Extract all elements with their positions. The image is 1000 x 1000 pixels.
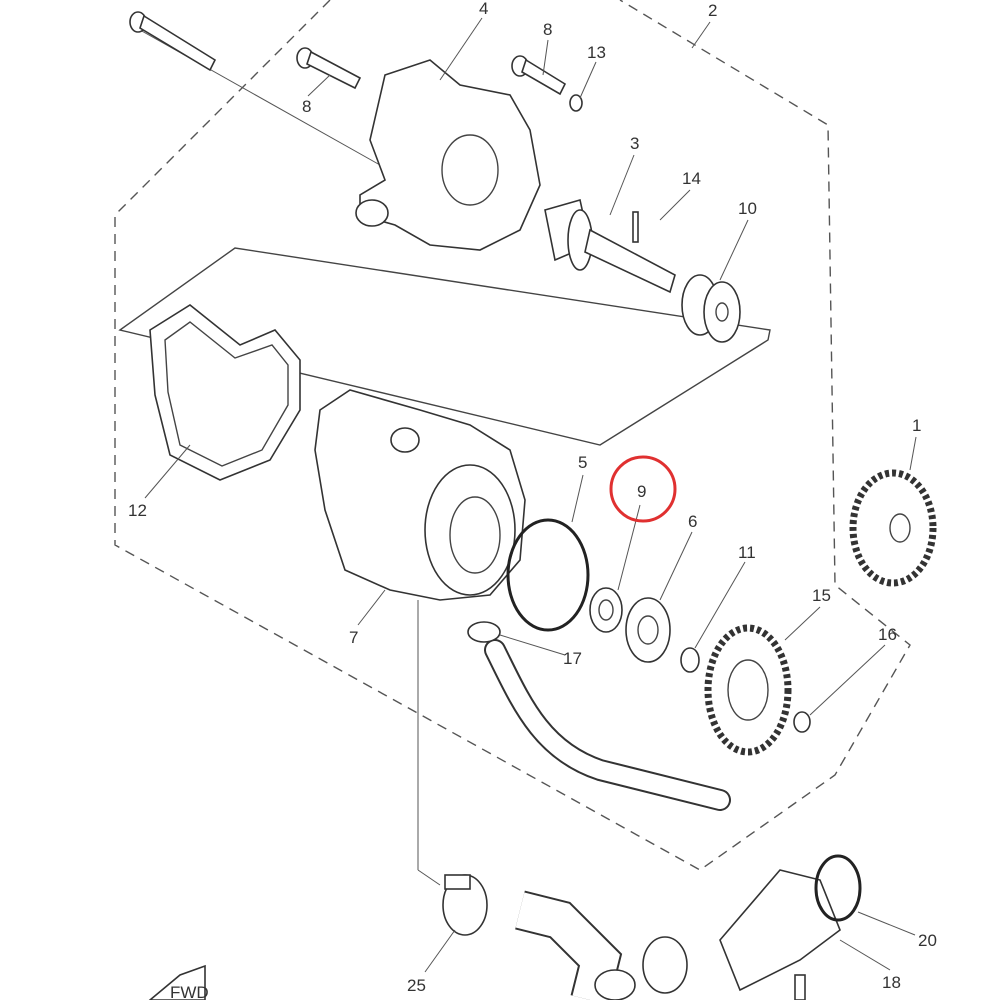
cover-outlet [355,199,389,227]
long-bolt [129,11,217,72]
callout-6[interactable]: 6 [688,512,697,531]
highlight-circle [609,455,677,523]
clamp-17 [467,621,501,643]
gasket-plane [118,247,771,446]
thermostat-housing [719,869,841,992]
callout-5[interactable]: 5 [578,453,587,472]
bolt-8-left [296,47,362,90]
housing-bore [424,464,516,596]
o-ring-20 [814,854,862,922]
impeller-shaft-3 [544,198,676,294]
fwd-label: FWD [170,983,209,1000]
callout-17[interactable]: 17 [563,649,582,668]
pump-cover-4 [359,59,541,251]
gasket-inner-edge [164,321,289,467]
bolt-8-right [511,55,567,96]
lower-clamp [642,936,688,994]
callout-12[interactable]: 12 [128,501,147,520]
callout-7[interactable]: 7 [349,628,358,647]
callout-3[interactable]: 3 [630,134,639,153]
bearing-6 [625,597,671,663]
callout-4[interactable]: 4 [479,0,488,18]
cover-port [441,134,499,206]
assembly-boundary-2 [114,0,911,871]
leader-lines [144,17,917,973]
lower-ring [594,969,636,1000]
gear-15 [704,624,792,756]
callout-10[interactable]: 10 [738,199,757,218]
callout-11[interactable]: 11 [738,543,756,562]
callout-18[interactable]: 18 [882,973,901,992]
callout-20[interactable]: 20 [918,931,937,950]
callout-8-right[interactable]: 8 [543,20,552,39]
gear-1 [849,469,937,587]
housing-boss [390,427,420,453]
callout-15[interactable]: 15 [812,586,831,605]
callout-14[interactable]: 14 [682,169,701,188]
circlip-16 [793,711,811,733]
clamp-25 [442,874,488,936]
washer-13 [569,94,583,112]
bearing-9 [589,587,623,633]
washer-11 [680,647,700,673]
callout-13[interactable]: 13 [587,43,606,62]
housing-bore-inner [449,496,501,574]
callout-2[interactable]: 2 [708,1,717,20]
callout-8-left[interactable]: 8 [302,97,311,116]
callout-9[interactable]: 9 [637,482,646,501]
callout-25[interactable]: 25 [407,976,426,995]
fwd-arrow-icon: FWD [148,964,209,1000]
bolt-18 [794,974,806,1000]
callout-1[interactable]: 1 [912,416,921,435]
o-ring-5 [506,518,590,632]
pin-14 [632,211,639,243]
seal-10 [681,274,741,343]
pipe-axis-end [417,869,441,886]
callout-16[interactable]: 16 [878,625,897,644]
gasket-12 [149,304,301,481]
